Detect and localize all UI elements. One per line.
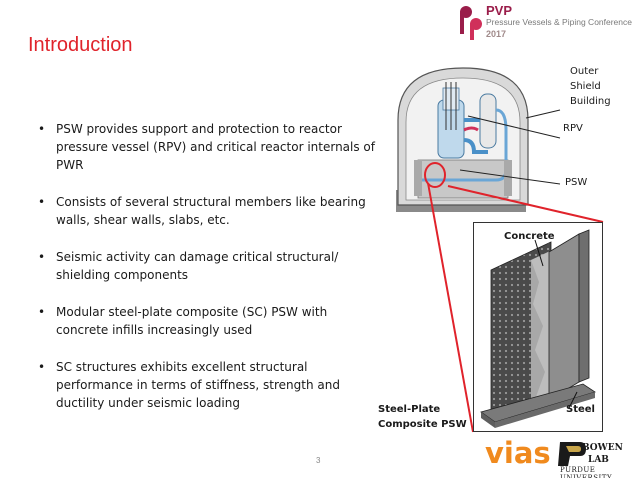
pvp-logo-year: 2017 <box>486 29 507 39</box>
label-concrete: Concrete <box>504 231 555 242</box>
lab-logo-text: LAB <box>588 455 609 465</box>
label-steel: Steel <box>566 404 595 415</box>
label-steel-plate-line2: Composite PSW <box>378 419 467 430</box>
bullet-item: • Consists of several structural members … <box>38 193 383 229</box>
bullet-text: Seismic activity can damage critical str… <box>56 250 339 282</box>
label-rpv: RPV <box>563 123 583 134</box>
bullet-list: • PSW provides support and protection to … <box>38 120 383 431</box>
sc-wall-illustration <box>473 222 603 432</box>
purdue-p-logo-icon <box>558 442 586 466</box>
page-number: 3 <box>316 456 321 465</box>
pvp-logo-icon <box>460 6 482 40</box>
bullet-text: PSW provides support and protection to r… <box>56 122 375 172</box>
label-outer-shield-line3: Building <box>570 96 611 107</box>
label-steel-plate-line1: Steel-Plate <box>378 404 441 415</box>
label-psw: PSW <box>565 177 588 188</box>
bullet-dot-icon: • <box>38 250 46 264</box>
bullet-text: SC structures exhibits excellent structu… <box>56 360 340 410</box>
bullet-item: • SC structures exhibits excellent struct… <box>38 358 383 412</box>
slide-title: Introduction <box>28 34 133 56</box>
pvp-logo-name: PVP <box>486 3 513 18</box>
bullet-text: Consists of several structural members l… <box>56 195 366 227</box>
bullet-item: • Modular steel-plate composite (SC) PSW … <box>38 303 383 339</box>
bullet-dot-icon: • <box>38 305 46 319</box>
bullet-item: • PSW provides support and protection to … <box>38 120 383 174</box>
bullet-item: • Seismic activity can damage critical st… <box>38 248 383 284</box>
vias-logo: vias <box>485 436 551 470</box>
bowen-lab-logo-text: BOWEN <box>582 443 623 453</box>
bullet-dot-icon: • <box>38 360 46 374</box>
purdue-university-wordmark: PURDUE UNIVERSITY <box>560 466 613 478</box>
wall-image-frame <box>473 222 603 432</box>
label-outer-shield-line2: Shield <box>570 81 601 92</box>
label-outer-shield-line1: Outer <box>570 66 599 77</box>
pvp-logo-subtitle: Pressure Vessels & Piping Conference <box>486 17 632 27</box>
bullet-dot-icon: • <box>38 122 46 136</box>
bullet-text: Modular steel-plate composite (SC) PSW w… <box>56 305 328 337</box>
bullet-dot-icon: • <box>38 195 46 209</box>
